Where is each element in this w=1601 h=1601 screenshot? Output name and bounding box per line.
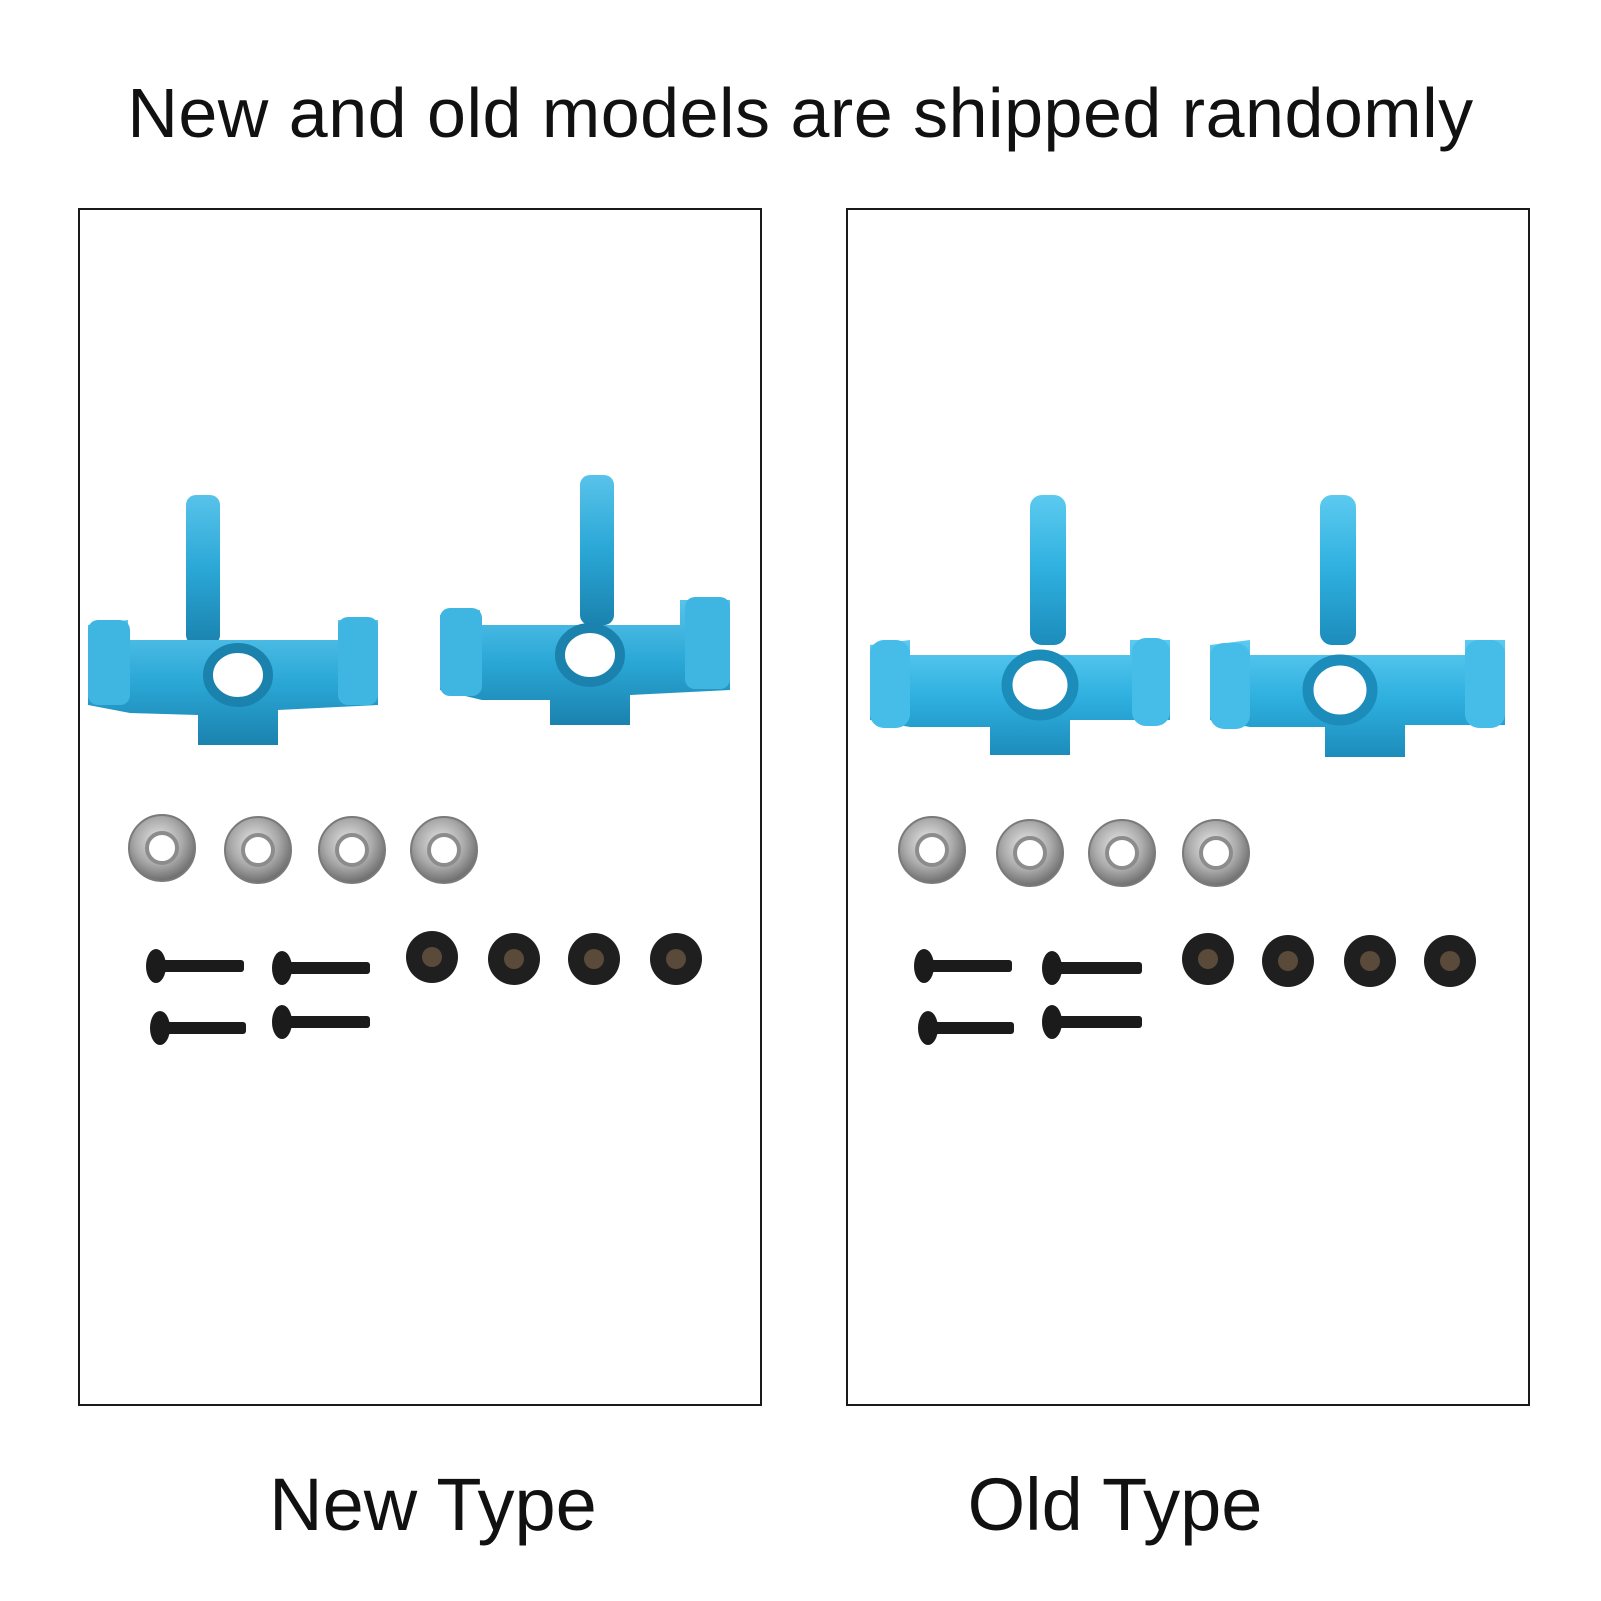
new-type-parts-photo	[88, 475, 730, 1045]
steering-knuckle-left	[870, 495, 1170, 755]
nuts	[1182, 933, 1476, 987]
new-type-panel	[78, 208, 762, 1406]
screws	[914, 949, 1142, 1045]
steering-knuckle-right	[440, 475, 730, 725]
old-type-parts-photo	[870, 495, 1505, 1045]
old-type-caption: Old Type	[967, 1463, 1263, 1546]
headline: New and old models are shipped randomly	[127, 74, 1474, 152]
steering-knuckle-right	[1210, 495, 1505, 757]
screws	[146, 949, 370, 1045]
bearings-row	[898, 816, 1250, 887]
nuts	[406, 931, 702, 985]
bearings-row	[128, 814, 478, 884]
new-type-caption: New Type	[269, 1463, 597, 1546]
old-type-panel	[846, 208, 1530, 1406]
steering-knuckle-left	[88, 495, 378, 745]
